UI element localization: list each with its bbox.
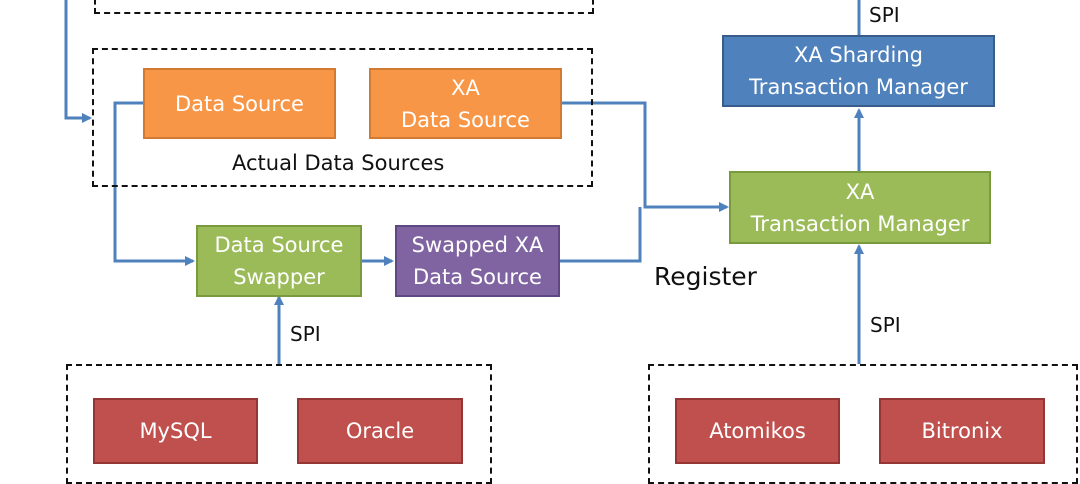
bitronix-node: Bitronix (879, 398, 1045, 464)
spi-left-label: SPI (290, 322, 321, 346)
oracle-label: Oracle (345, 419, 415, 443)
xa-data-source-label: XA Data Source (401, 75, 530, 132)
register-label: Register (654, 262, 757, 291)
data-source-swapper-node: Data Source Swapper (196, 225, 362, 297)
atomikos-label: Atomikos (709, 419, 806, 443)
mysql-label: MySQL (139, 419, 212, 443)
swapped-xa-data-source-node: Swapped XA Data Source (395, 225, 560, 297)
connector-datasource-to-swapper (113, 101, 195, 266)
connector-xa-datasource-to-tm (562, 101, 729, 212)
xa-data-source-node: XA Data Source (369, 68, 562, 139)
mysql-node: MySQL (93, 398, 258, 464)
connector-layer (64, 0, 864, 364)
data-source-label: Data Source (175, 91, 304, 116)
data-source-swapper-label: Data Source Swapper (214, 233, 344, 289)
atomikos-node: Atomikos (675, 398, 840, 464)
bitronix-label: Bitronix (921, 419, 1003, 443)
data-source-node: Data Source (143, 68, 336, 139)
top-group-frame (94, 0, 594, 14)
spi-top-label: SPI (869, 3, 900, 27)
swapped-xa-data-source-label: Swapped XA Data Source (411, 233, 544, 289)
actual-data-sources-label: Actual Data Sources (232, 151, 445, 175)
xa-transaction-manager-node: XA Transaction Manager (729, 171, 991, 244)
connector-top-to-actual (64, 0, 92, 123)
xa-transaction-manager-label: XA Transaction Manager (750, 179, 970, 236)
xa-sharding-transaction-manager-node: XA Sharding Transaction Manager (722, 35, 995, 107)
spi-right-label: SPI (870, 313, 901, 337)
xa-sharding-transaction-manager-label: XA Sharding Transaction Manager (749, 43, 968, 99)
actual-data-sources-frame (92, 48, 593, 187)
oracle-node: Oracle (297, 398, 463, 464)
connector-swapped-to-tm (560, 207, 642, 263)
